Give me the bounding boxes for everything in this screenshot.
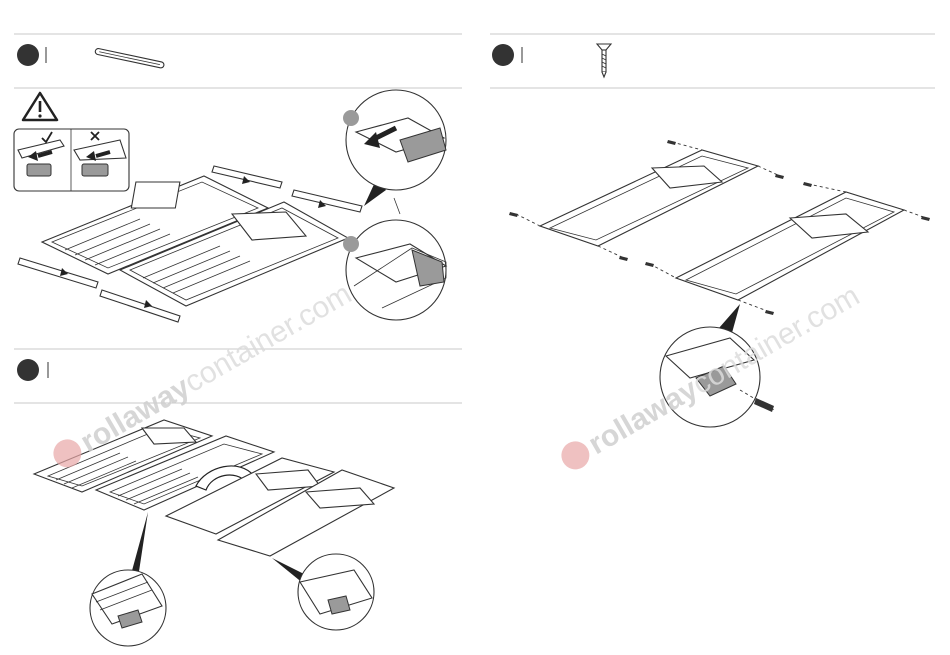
svg-text:rollawaycontainer.com: rollawaycontainer.com [583, 279, 865, 461]
svg-text:rollawaycontainer.com: rollawaycontainer.com [75, 277, 357, 459]
step-b-badge [492, 44, 514, 66]
warning-icon [23, 93, 57, 120]
step-c-detail-right [272, 554, 374, 630]
step-b-panels [509, 140, 930, 315]
step-a-badge [17, 44, 39, 66]
step-c-header [17, 359, 48, 381]
step-b-header [492, 44, 611, 77]
screw-icon [597, 44, 611, 77]
rail-icon [95, 48, 165, 68]
step-a-header [17, 44, 164, 68]
step-c-detail-left [90, 512, 166, 646]
watermark-right: rollawaycontainer.com [555, 279, 865, 477]
rail-top-right [292, 190, 362, 212]
step-a-detail-upper [343, 90, 446, 206]
warning-callout [14, 93, 129, 191]
step-a-detail-lower [343, 198, 446, 320]
step-c-badge [17, 359, 39, 381]
